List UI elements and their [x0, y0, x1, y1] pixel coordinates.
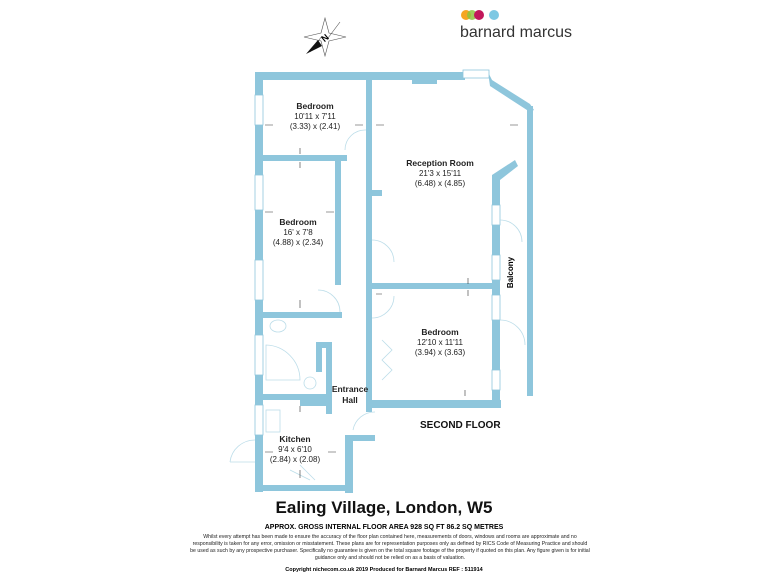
brand-name: barnard marcus	[460, 24, 573, 41]
dimension-arrows	[265, 124, 518, 478]
floor-label: SECOND FLOOR	[420, 420, 501, 431]
floor-area: APPROX. GROSS INTERNAL FLOOR AREA 928 SQ…	[264, 524, 504, 531]
brand-logo: barnard marcus	[460, 8, 580, 41]
copyright: Copyright nichecom.co.uk 2019 Produced f…	[285, 567, 483, 573]
windows	[254, 69, 501, 436]
balcony-label: Balcony	[506, 256, 516, 289]
doors	[229, 129, 526, 481]
disclaimer: Whilst every attempt has been made to en…	[190, 534, 590, 561]
floor-plan	[229, 69, 534, 493]
compass-icon: N	[303, 16, 347, 58]
logo-dots	[461, 10, 499, 20]
svg-text:N: N	[319, 32, 330, 44]
property-title: Ealing Village, London, W5	[275, 498, 493, 517]
